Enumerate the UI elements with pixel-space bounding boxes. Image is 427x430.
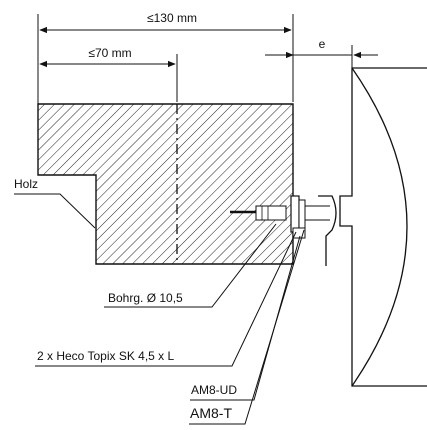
dimension-overall: ≤130 mm <box>39 11 292 34</box>
leader-part-ud: AM8-UD <box>190 235 301 401</box>
mounting-bracket <box>290 195 330 239</box>
wood-block <box>37 103 294 265</box>
leader-part-t: AM8-T <box>189 229 305 425</box>
label-screws: 2 x Heco Topix SK 4,5 x L <box>37 349 175 363</box>
screw <box>230 205 287 221</box>
extension-lines <box>37 14 353 104</box>
leader-screws: 2 x Heco Topix SK 4,5 x L <box>35 231 297 367</box>
label-part-ud: AM8-UD <box>191 383 237 397</box>
label-drill-hole: Bohrg. Ø 10,5 <box>108 291 183 305</box>
leader-material: Holz <box>14 177 96 229</box>
dimension-overall-label: ≤130 mm <box>147 11 197 25</box>
dimension-hole-position-label: ≤70 mm <box>88 46 131 60</box>
dimension-gap-label: e <box>319 37 326 51</box>
dimension-hole-position: ≤70 mm <box>39 46 176 68</box>
label-part-t: AM8-T <box>190 405 232 421</box>
device-housing <box>318 67 427 387</box>
leader-drill-hole: Bohrg. Ø 10,5 <box>104 223 277 308</box>
label-material: Holz <box>14 177 38 191</box>
dimension-gap: e <box>265 37 378 59</box>
